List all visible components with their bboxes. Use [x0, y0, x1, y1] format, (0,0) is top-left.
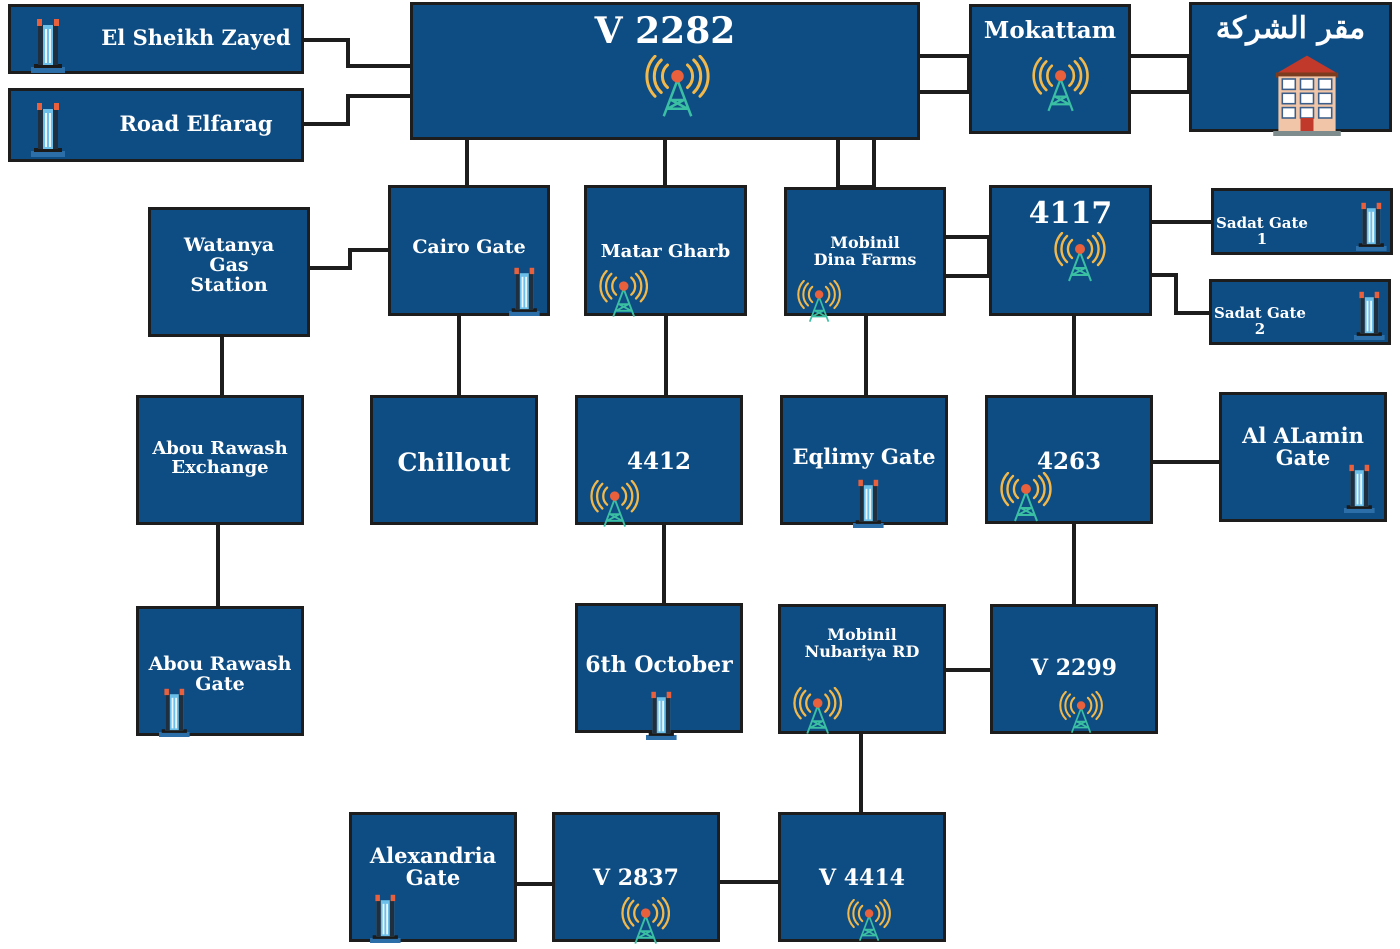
node-label: Abou Rawash Gate: [148, 653, 292, 695]
building-icon: [1344, 463, 1375, 517]
building-icon: [646, 690, 677, 744]
building-icon: [1354, 290, 1385, 344]
node-eqlimy[interactable]: Eqlimy Gate: [780, 395, 948, 529]
antenna-icon: [645, 54, 710, 122]
antenna-icon: [599, 269, 649, 322]
building-icon: [853, 478, 884, 532]
node-label: V 4414: [819, 865, 905, 891]
node-label: Road Elfarag: [119, 111, 273, 136]
node-n4117[interactable]: 4117: [989, 185, 1152, 316]
antenna-icon: [1000, 471, 1052, 526]
node-v2299[interactable]: V 2299: [990, 604, 1158, 734]
node-n4263[interactable]: 4263: [985, 395, 1153, 524]
node-label: Abou Rawash Exchange: [152, 438, 288, 478]
node-road-elfarag[interactable]: Road Elfarag: [8, 88, 304, 162]
building-icon: [370, 893, 401, 947]
node-mobinil-nubariya[interactable]: Mobinil Nubariya RD: [778, 604, 946, 734]
antenna-icon: [1054, 231, 1106, 286]
building-icon: [1356, 201, 1387, 255]
node-watanya[interactable]: Watanya Gas Station: [148, 207, 310, 337]
node-sixth-october[interactable]: 6th October: [575, 603, 743, 741]
node-label: Sadat Gate 1: [1216, 214, 1308, 248]
connector-v2282-to-mobinil-dina: [836, 140, 876, 189]
building-icon: [159, 687, 190, 741]
antenna-icon: [590, 479, 640, 532]
node-label: 4263: [1036, 448, 1101, 475]
node-mokattam[interactable]: Mokattam: [969, 4, 1131, 134]
antenna-icon: [621, 896, 671, 949]
node-label: Matar Gharb: [600, 241, 731, 262]
node-label: V 2299: [1031, 655, 1117, 681]
connector-road-elfarag-to-v2282: [304, 94, 410, 126]
node-label: El Sheikh Zayed: [101, 25, 291, 50]
antenna-icon: [847, 898, 891, 946]
node-label: 6th October: [585, 652, 733, 678]
node-hq[interactable]: مقر الشركة: [1189, 2, 1392, 137]
node-label: Chillout: [397, 448, 511, 477]
node-chillout[interactable]: Chillout: [370, 395, 538, 525]
connector-v2282-to-mokattam: [920, 54, 971, 94]
node-label: Alexandria Gate: [369, 843, 497, 891]
node-label: V 2837: [593, 865, 679, 891]
node-label: Al ALamin Gate: [1242, 423, 1364, 471]
office-building-icon: [1268, 53, 1346, 140]
building-icon: [31, 101, 65, 161]
connector-mobinil-dina-to-n4117: [946, 235, 991, 278]
antenna-icon: [793, 686, 843, 739]
connector-n4117-to-sadat-2: [1152, 273, 1209, 315]
node-label: Sadat Gate 2: [1214, 304, 1306, 338]
node-label: 4412: [626, 448, 691, 475]
node-cairo-gate[interactable]: Cairo Gate: [388, 185, 550, 317]
building-icon: [509, 266, 540, 320]
node-abou-rawash-exchange[interactable]: Abou Rawash Exchange: [136, 395, 304, 525]
node-v2837[interactable]: V 2837: [552, 812, 720, 944]
node-matar-gharb[interactable]: Matar Gharb: [584, 185, 747, 317]
node-sadat-1[interactable]: Sadat Gate 1: [1211, 188, 1393, 255]
node-abou-rawash-gate[interactable]: Abou Rawash Gate: [136, 606, 304, 738]
node-label: Watanya Gas Station: [183, 234, 275, 296]
node-al-alamin[interactable]: Al ALamin Gate: [1219, 392, 1387, 522]
node-sadat-2[interactable]: Sadat Gate 2: [1209, 279, 1391, 345]
node-label: V 2282: [594, 10, 736, 52]
node-label: Mobinil Nubariya RD: [804, 625, 920, 661]
node-label: Cairo Gate: [412, 236, 526, 258]
node-label: Mokattam: [983, 17, 1117, 44]
node-label: 4117: [1028, 196, 1113, 231]
node-label: مقر الشركة: [1215, 11, 1366, 46]
node-label: Eqlimy Gate: [792, 444, 936, 469]
connector-mokattam-to-hq: [1131, 54, 1191, 94]
connector-watanya-to-cairo-gate: [310, 248, 388, 270]
node-v2282[interactable]: V 2282: [410, 2, 920, 140]
node-v4414[interactable]: V 4414: [778, 812, 946, 942]
node-label: Mobinil Dina Farms: [813, 233, 917, 269]
antenna-icon: [1059, 690, 1103, 738]
antenna-icon: [797, 279, 841, 327]
node-sheikh-zayed[interactable]: El Sheikh Zayed: [8, 4, 304, 74]
node-alexandria[interactable]: Alexandria Gate: [349, 812, 517, 944]
node-mobinil-dina[interactable]: Mobinil Dina Farms: [784, 187, 946, 322]
antenna-icon: [1032, 56, 1089, 116]
connector-sheikh-zayed-to-v2282: [304, 38, 410, 68]
building-icon: [31, 17, 65, 77]
node-n4412[interactable]: 4412: [575, 395, 743, 527]
